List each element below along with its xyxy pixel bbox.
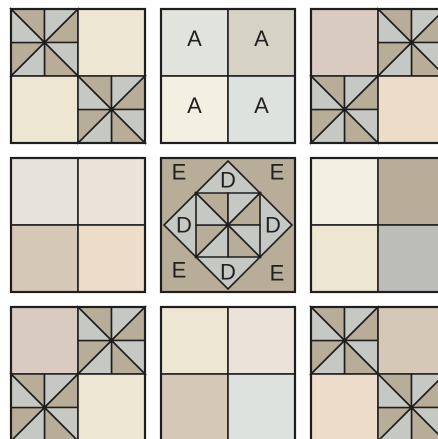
block-4 — [11, 158, 145, 292]
patch-label: A — [187, 93, 202, 118]
plain-patch — [311, 9, 378, 76]
block-7 — [11, 307, 145, 439]
plain-patch — [378, 307, 438, 374]
edge-triangle-label: D — [265, 213, 281, 238]
block-8 — [161, 307, 295, 439]
plain-patch — [78, 158, 145, 225]
plain-patch — [78, 9, 145, 76]
corner-triangle-label: E — [172, 258, 187, 283]
block-6 — [311, 158, 438, 292]
block-1 — [11, 9, 145, 143]
plain-patch — [161, 307, 228, 374]
plain-patch — [311, 225, 378, 292]
plain-patch — [311, 158, 378, 225]
corner-triangle-label: E — [270, 160, 285, 185]
plain-patch — [11, 307, 78, 374]
patch-label: A — [254, 26, 269, 51]
plain-patch — [378, 225, 438, 292]
plain-patch — [11, 76, 78, 143]
plain-patch — [378, 76, 438, 143]
corner-triangle-label: E — [172, 160, 187, 185]
plain-patch — [11, 225, 78, 292]
block-2: A A A A — [161, 9, 295, 143]
plain-patch — [78, 374, 145, 439]
plain-patch — [11, 158, 78, 225]
edge-triangle-label: D — [220, 260, 236, 285]
edge-triangle-label: D — [176, 213, 192, 238]
patch-label: A — [254, 93, 269, 118]
plain-patch — [228, 307, 295, 374]
corner-triangle-label: E — [270, 261, 285, 286]
patch-label: A — [187, 26, 202, 51]
plain-patch — [378, 158, 438, 225]
block-9 — [311, 307, 438, 439]
plain-patch — [78, 225, 145, 292]
block-3 — [311, 9, 438, 143]
plain-patch — [311, 374, 378, 439]
plain-patch — [228, 374, 295, 439]
edge-triangle-label: D — [220, 168, 236, 193]
plain-patch — [161, 374, 228, 439]
